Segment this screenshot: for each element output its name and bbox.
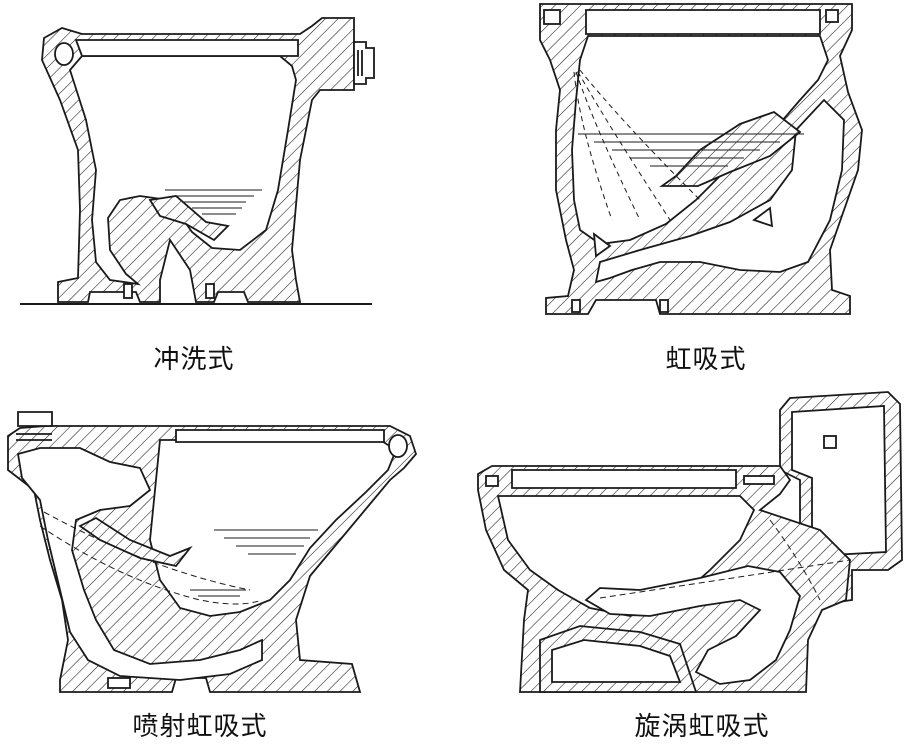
vortex-tank-button (823, 435, 837, 449)
caption-vortex-siphon: 旋涡虹吸式 (634, 712, 770, 742)
vortex-trap-passage (584, 565, 801, 685)
jet-siphon-inlet (17, 411, 53, 427)
flush-trap-leg (148, 195, 230, 242)
jet-siphon-water-lines (190, 529, 318, 597)
siphon-rim (585, 9, 821, 35)
flush-inlet-fitting (353, 41, 375, 85)
caption-siphon: 虹吸式 (665, 345, 747, 375)
siphon-water-lines (578, 133, 804, 167)
siphon-bowl-cavity (571, 35, 829, 245)
flush-rim-bore (54, 42, 74, 66)
flush-water-lines (165, 189, 262, 215)
flush-rim (74, 39, 299, 57)
jet-siphon-trap-passage (16, 447, 263, 681)
siphon-trap-passage (594, 98, 845, 284)
flush-toilet-drawing (20, 17, 375, 305)
caption-flush: 冲洗式 (153, 345, 235, 375)
jet-siphon-toilet-drawing (7, 411, 418, 693)
jet-siphon-rim (175, 429, 385, 443)
jet-siphon-bowl-cavity (149, 439, 398, 617)
vortex-rim (511, 469, 737, 489)
vortex-siphon-toilet-drawing (477, 391, 903, 693)
siphon-trap-leg (659, 110, 802, 187)
siphon-jet-spray (573, 69, 701, 221)
siphon-toilet-drawing (539, 3, 863, 315)
jet-siphon-trap-leg (78, 516, 193, 568)
caption-jet-siphon: 喷射虹吸式 (132, 712, 268, 742)
